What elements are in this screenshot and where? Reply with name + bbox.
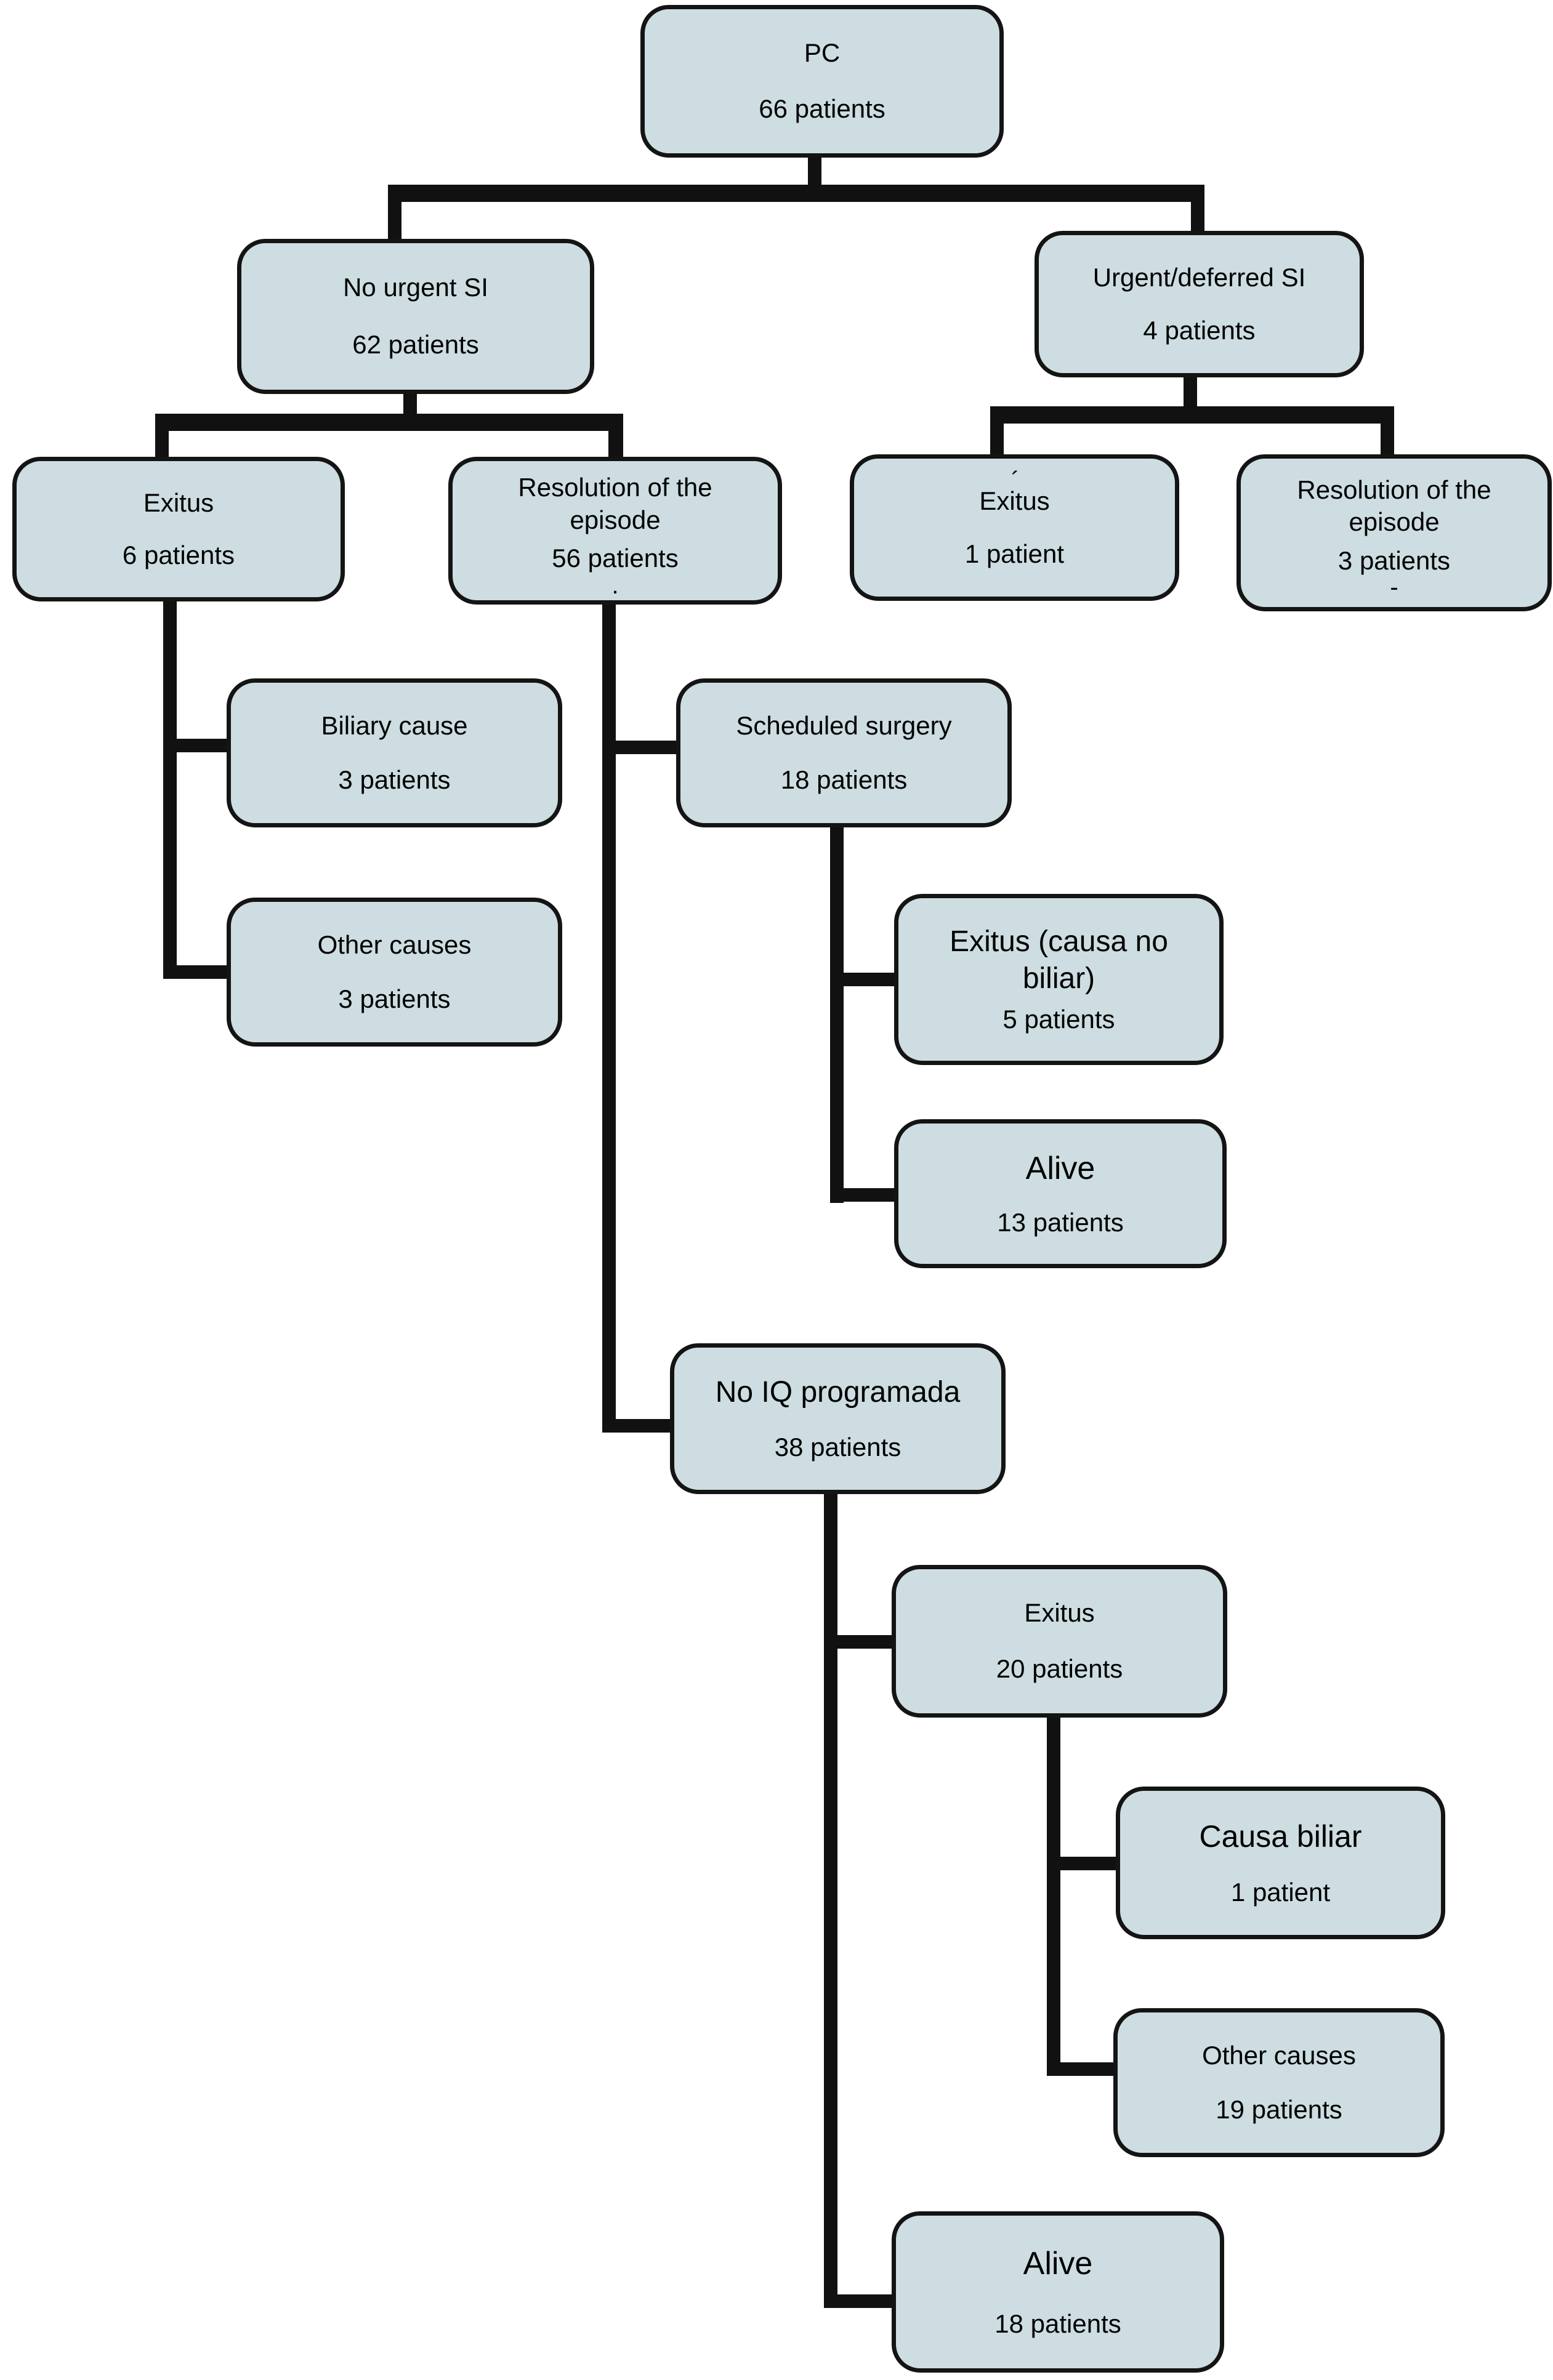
connector-nus-left-stub <box>155 414 169 460</box>
node-label: Exitus <box>143 488 214 517</box>
node-exitus-20: Exitus 20 patients <box>892 1565 1227 1718</box>
node-label: Urgent/deferred SI <box>1092 262 1306 292</box>
node-count: 3 patients <box>1337 545 1451 575</box>
connector-ss-stub1 <box>830 973 898 986</box>
connector-pc-down <box>808 156 821 188</box>
connector-ex20-stub1 <box>1047 1857 1119 1870</box>
node-label: Exitus <box>979 486 1050 515</box>
node-count: 3 patients <box>338 984 451 1013</box>
node-count: 56 patients <box>552 544 679 573</box>
node-count: 4 patients <box>1143 315 1256 345</box>
node-count: 1 patient <box>964 539 1065 568</box>
connector-nus-right-stub <box>608 414 623 460</box>
node-count: 19 patients <box>1216 2094 1342 2124</box>
node-label: Exitus <box>1024 1598 1095 1628</box>
node-label: Causa biliar <box>1199 1819 1362 1854</box>
node-count: 13 patients <box>997 1207 1124 1237</box>
connector-uds-bar <box>990 406 1394 424</box>
node-label: Alive <box>1025 1150 1095 1186</box>
connector-res56-down <box>602 603 616 1433</box>
node-other-causes-3: Other causes 3 patients <box>227 898 562 1047</box>
connector-ex20-stub2 <box>1047 2062 1116 2076</box>
node-count: 62 patients <box>352 330 479 360</box>
node-causa-biliar-1: Causa biliar 1 patient <box>1116 1787 1445 1939</box>
connector-top-right-stub <box>1191 185 1204 234</box>
node-count: 3 patients <box>338 765 451 794</box>
node-count: 20 patients <box>996 1654 1123 1684</box>
node-label: Alive <box>1023 2245 1093 2282</box>
node-label: Scheduled surgery <box>736 710 952 740</box>
node-count: 18 patients <box>780 765 908 794</box>
connector-ex20-down <box>1047 1716 1060 2076</box>
connector-uds-right-stub <box>1381 406 1394 458</box>
stray-dash-mark: - <box>1390 574 1398 601</box>
node-label: No IQ programada <box>715 1375 961 1409</box>
connector-res56-stub1 <box>602 741 679 754</box>
node-no-urgent-si: No urgent SI 62 patients <box>237 239 594 394</box>
connector-nus-down <box>403 393 417 420</box>
node-count: 5 patients <box>1002 1004 1115 1034</box>
node-label: Exitus (causa no biliar) <box>950 925 1168 995</box>
node-count: 66 patients <box>759 94 885 124</box>
connector-ex6-down <box>163 600 177 979</box>
node-count: 38 patients <box>774 1432 902 1461</box>
node-count: 6 patients <box>122 540 235 569</box>
node-label: PC <box>804 38 841 68</box>
node-label: Other causes <box>317 930 472 959</box>
connector-res56-stub2 <box>602 1419 673 1433</box>
connector-ss-down <box>830 826 844 1203</box>
connector-ex6-stub1 <box>163 739 230 752</box>
stray-dot-mark: . <box>611 571 619 599</box>
connector-top-bar <box>388 185 1204 202</box>
connector-uds-down <box>1184 374 1197 410</box>
node-count: 18 patients <box>994 2309 1121 2338</box>
node-label: Biliary cause <box>321 710 468 740</box>
connector-niq-stub2 <box>824 2294 895 2308</box>
node-label: Resolution of the episode <box>518 473 712 534</box>
stray-accent-mark: ´ <box>1011 467 1020 494</box>
connector-uds-left-stub <box>990 406 1004 458</box>
node-biliary-cause-3: Biliary cause 3 patients <box>227 678 562 827</box>
connector-ex6-stub2 <box>163 965 230 979</box>
node-label: No urgent SI <box>343 273 488 302</box>
node-exitus-1: ´ Exitus 1 patient <box>850 454 1179 601</box>
connector-niq-down <box>824 1493 837 2308</box>
node-label: Other causes <box>1202 2040 1356 2070</box>
node-urgent-deferred-si: Urgent/deferred SI 4 patients <box>1035 231 1364 377</box>
connector-top-left-stub <box>388 185 401 241</box>
node-resolution-56: Resolution of the episode 56 patients . <box>448 457 782 605</box>
node-alive-13: Alive 13 patients <box>894 1119 1227 1268</box>
node-no-iq-programada-38: No IQ programada 38 patients <box>670 1343 1006 1494</box>
node-alive-18: Alive 18 patients <box>892 2211 1224 2373</box>
node-exitus-causa-no-biliar-5: Exitus (causa no biliar) 5 patients <box>894 894 1224 1065</box>
connector-nus-bar <box>155 414 623 431</box>
node-pc: PC 66 patients <box>640 5 1004 158</box>
node-count: 1 patient <box>1230 1877 1331 1907</box>
connector-niq-stub1 <box>824 1635 895 1649</box>
connector-ss-stub2 <box>830 1188 898 1202</box>
node-resolution-3: Resolution of the episode 3 patients - <box>1236 454 1552 611</box>
node-label: Resolution of the episode <box>1297 475 1491 537</box>
node-exitus-6: Exitus 6 patients <box>12 457 345 601</box>
node-other-causes-19: Other causes 19 patients <box>1113 2008 1445 2157</box>
node-scheduled-surgery-18: Scheduled surgery 18 patients <box>676 678 1012 827</box>
